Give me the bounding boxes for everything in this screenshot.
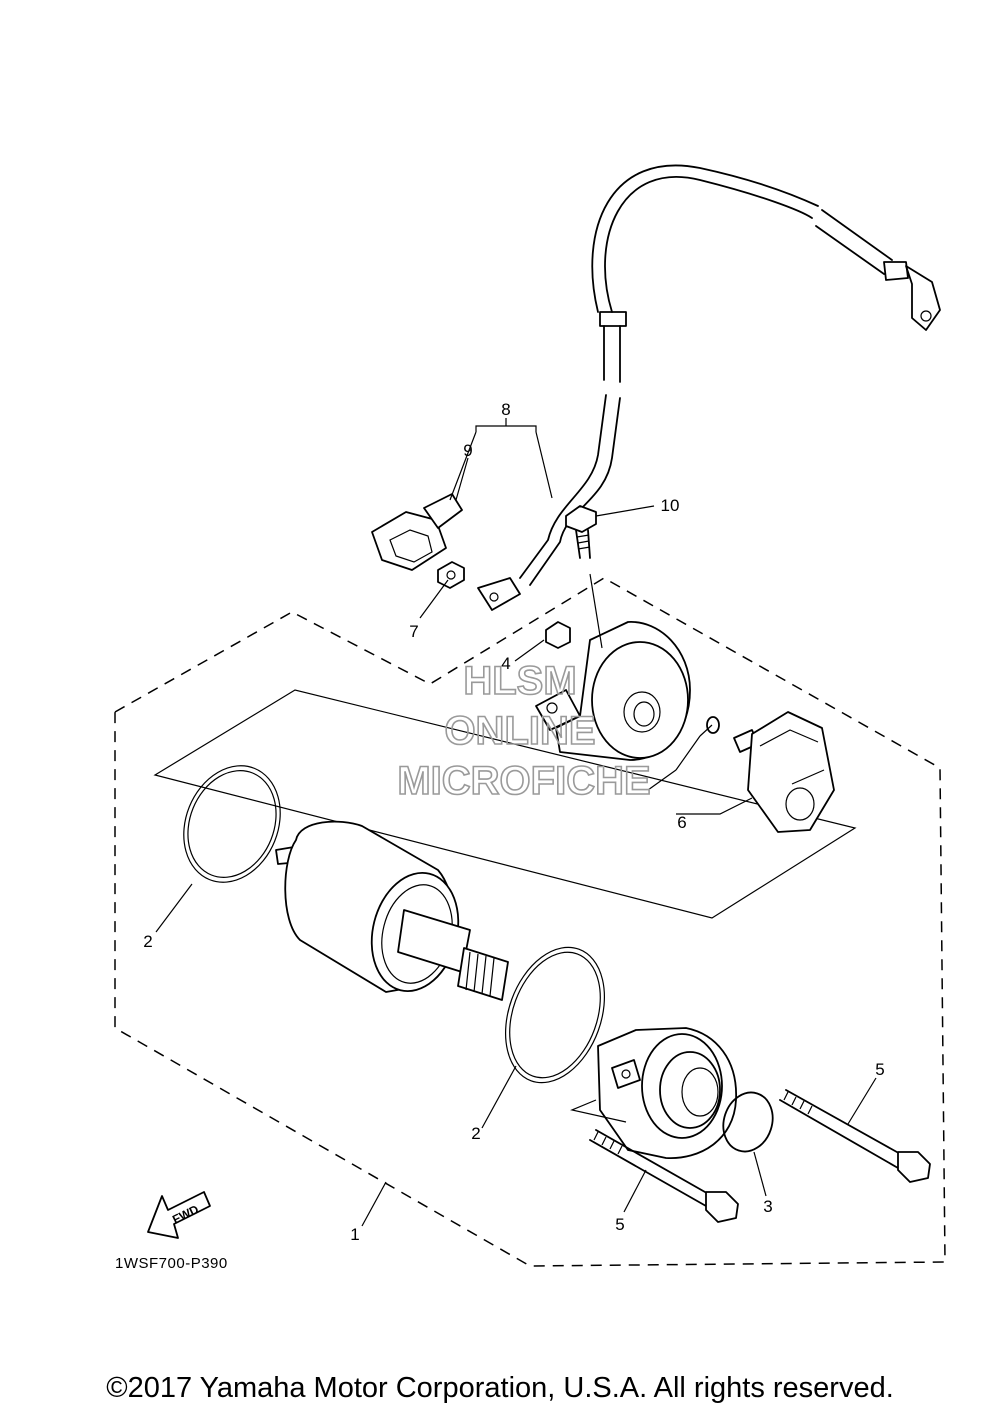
drawing-code: 1WSF700-P390 [115, 1255, 228, 1272]
front-cover [597, 1027, 737, 1159]
terminal-cap [371, 493, 463, 571]
callout-1: 1 [350, 1225, 359, 1244]
nut-9 [437, 561, 465, 589]
callout-4: 4 [501, 654, 510, 673]
bolt-10 [565, 505, 597, 559]
subassembly-outline [153, 689, 857, 919]
watermark: HLSM ONLINE MICROFICHE [397, 658, 652, 804]
callout-8: 9 [463, 441, 472, 460]
washer [706, 716, 720, 734]
o-ring-3 [722, 1091, 774, 1153]
fwd-arrow: FWD [147, 1191, 211, 1239]
brush-holder [733, 711, 835, 833]
o-ring-upper [183, 765, 281, 883]
bolt-5-upper [779, 1089, 931, 1183]
callout-6: 6 [677, 813, 686, 832]
watermark-line-3: MICROFICHE [397, 759, 650, 803]
rear-cover [535, 621, 691, 761]
callout-2-upper: 2 [143, 932, 152, 951]
callout-5-upper: 5 [875, 1060, 884, 1079]
callout-9: 7 [409, 622, 418, 641]
watermark-line-2: ONLINE [444, 709, 595, 753]
diagram-canvas: FWD 8 9 10 7 4 6 2 2 5 3 5 1 1WSF700-P39… [114, 164, 946, 1272]
leader-lines [155, 418, 877, 1227]
yoke [275, 820, 509, 1001]
callout-5-lower: 5 [615, 1215, 624, 1234]
callout-3: 3 [763, 1197, 772, 1216]
callout-2-lower: 2 [471, 1124, 480, 1143]
callout-10: 10 [661, 496, 680, 515]
bolt-5-lower [589, 1129, 739, 1223]
callout-7: 8 [501, 400, 510, 419]
o-ring-lower [504, 946, 606, 1084]
nut-4 [545, 621, 571, 649]
starter-cable [477, 164, 941, 611]
copyright-notice: ©2017 Yamaha Motor Corporation, U.S.A. A… [106, 1372, 894, 1404]
watermark-line-1: HLSM [463, 659, 576, 703]
assembly-outline [114, 577, 946, 1267]
